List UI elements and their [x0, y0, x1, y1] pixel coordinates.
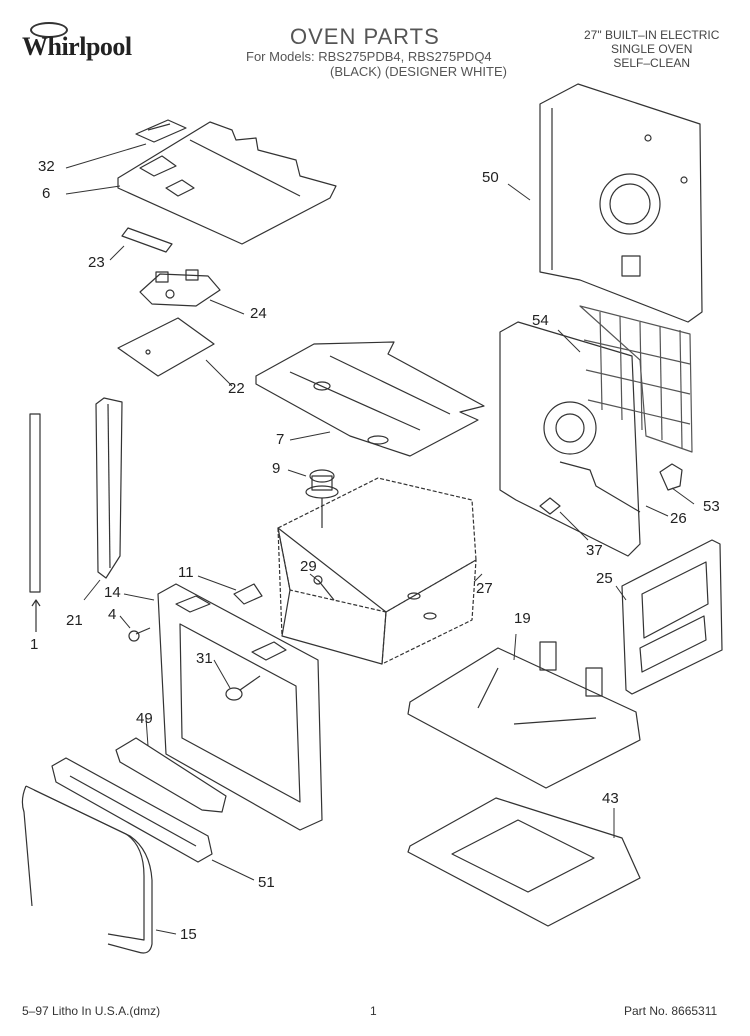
part-1-rod [30, 414, 40, 632]
callout-50: 50 [482, 169, 499, 186]
footer-page-number: 1 [370, 1004, 377, 1018]
callout-26: 26 [670, 510, 687, 527]
part-19-bottom-tray [408, 642, 640, 788]
spec-line-1: 27" BUILT–IN ELECTRIC [584, 28, 720, 42]
callout-49: 49 [136, 710, 153, 727]
part-7-oven-top [256, 342, 484, 456]
callout-4: 4 [108, 606, 117, 623]
part-51-trim [52, 758, 212, 862]
footer-litho: 5–97 Litho In U.S.A.(dmz) [22, 1004, 161, 1018]
callout-23: 23 [88, 254, 105, 271]
callout-32: 32 [38, 158, 55, 175]
callout-54: 54 [532, 312, 549, 329]
callout-11: 11 [178, 564, 194, 581]
spec-line-2: SINGLE OVEN [611, 42, 693, 56]
part-27-oven-cavity [278, 478, 476, 664]
callout-21: 21 [66, 612, 83, 629]
part-31-lens [226, 676, 260, 700]
part-6-top-panel [118, 122, 336, 244]
callout-37: 37 [586, 542, 603, 559]
part-50-rear-panel [540, 84, 702, 322]
callout-43: 43 [602, 790, 619, 807]
part-9-thermostat [306, 470, 338, 528]
part-37-sensor [540, 498, 560, 514]
part-26-wire [560, 462, 640, 512]
spec-block: 27" BUILT–IN ELECTRIC SINGLE OVEN SELF–C… [584, 28, 719, 70]
part-29-fitting [314, 576, 334, 600]
part-23-bracket [122, 228, 172, 252]
callout-14: 14 [104, 584, 121, 601]
part-14-front-frame [158, 584, 322, 830]
callout-9: 9 [272, 460, 281, 477]
callout-19: 19 [514, 610, 531, 627]
part-24-terminal-block [140, 270, 220, 306]
part-21-side-strip [96, 398, 122, 578]
part-22-pad [118, 318, 214, 376]
part-25-side-panel [622, 540, 722, 694]
part-49-vent [116, 738, 226, 812]
part-54-back-plate [500, 306, 692, 556]
models-line: For Models: RBS275PDB4, RBS275PDQ4 [246, 49, 492, 64]
callout-25: 25 [596, 570, 613, 587]
callout-51: 51 [258, 874, 275, 891]
callout-53: 53 [703, 498, 720, 515]
page-title: OVEN PARTS [290, 24, 440, 49]
callout-22: 22 [228, 380, 245, 397]
part-11-lamp [234, 584, 262, 604]
part-4-screw [129, 628, 150, 641]
footer-part-number: Part No. 8665311 [624, 1004, 718, 1018]
callout-27: 27 [476, 580, 493, 597]
callout-7: 7 [276, 431, 285, 448]
callout-6: 6 [42, 185, 51, 202]
leader-lines [66, 144, 694, 934]
callout-15: 15 [180, 926, 197, 943]
colors-line: (BLACK) (DESIGNER WHITE) [330, 64, 507, 79]
spec-line-3: SELF–CLEAN [613, 56, 691, 70]
brand-logo: Whirlpool [22, 32, 132, 61]
callout-31: 31 [196, 650, 213, 667]
callout-1: 1 [30, 636, 39, 653]
part-43-floor [408, 798, 640, 926]
part-53-clip [660, 464, 682, 490]
whirlpool-logo-swirl [30, 22, 68, 38]
callout-24: 24 [250, 305, 267, 322]
part-15-gasket [22, 786, 152, 953]
callout-29: 29 [300, 558, 317, 575]
part-32-label [136, 120, 186, 142]
